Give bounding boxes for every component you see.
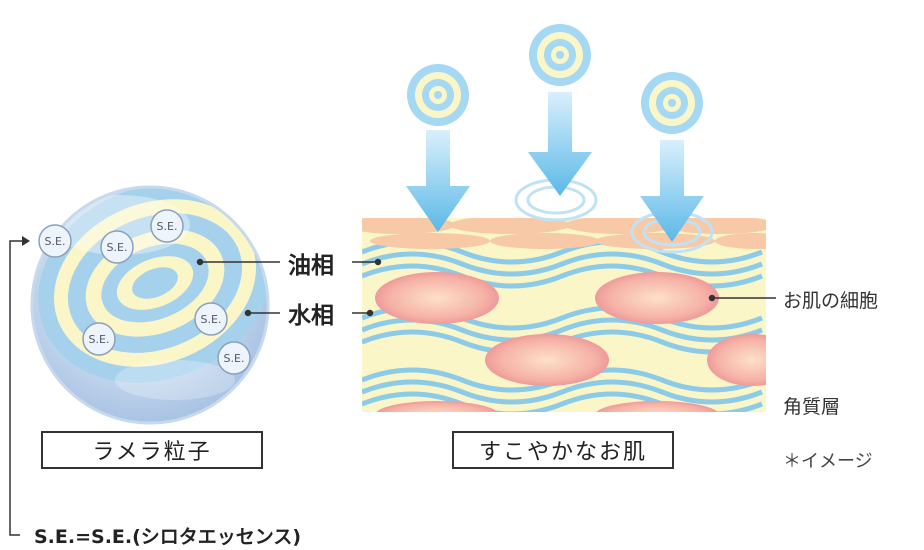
svg-text:S.E.: S.E.: [224, 352, 245, 365]
se-badge-6: S.E.: [217, 341, 251, 375]
leader-lines: [9, 236, 776, 536]
se-badges: S.E. S.E. S.E. S.E. S.E. S.E.: [38, 209, 251, 375]
penetration-arrows: [406, 24, 704, 242]
lamella-particle-label: ラメラ粒子: [41, 431, 263, 469]
se-badge-4: S.E.: [194, 302, 228, 336]
svg-text:S.E.: S.E.: [107, 241, 128, 254]
skin-cells-label: お肌の細胞: [783, 290, 879, 312]
svg-text:S.E.: S.E.: [201, 313, 222, 326]
oil-phase-label: 油相: [288, 253, 334, 279]
arrow-1: [406, 64, 470, 232]
se-badge-3: S.E.: [150, 209, 184, 243]
image-note: ＊イメージ: [783, 451, 873, 472]
arrow-3: [640, 72, 704, 242]
svg-text:S.E.: S.E.: [45, 235, 66, 248]
se-badge-2: S.E.: [100, 230, 134, 264]
se-badge-1: S.E.: [38, 224, 72, 258]
se-definition: S.E.=S.E.(シロタエッセンス): [34, 526, 302, 548]
stratum-corneum-label: 角質層: [783, 396, 841, 418]
water-phase-label: 水相: [288, 303, 334, 329]
svg-text:S.E.: S.E.: [157, 220, 178, 233]
svg-text:S.E.: S.E.: [89, 333, 110, 346]
lamella-sphere: [30, 185, 270, 425]
arrow-2: [528, 24, 592, 196]
healthy-skin-label: すこやかなお肌: [452, 431, 674, 469]
se-badge-5: S.E.: [82, 322, 116, 356]
skin-cross-section: [362, 218, 766, 412]
